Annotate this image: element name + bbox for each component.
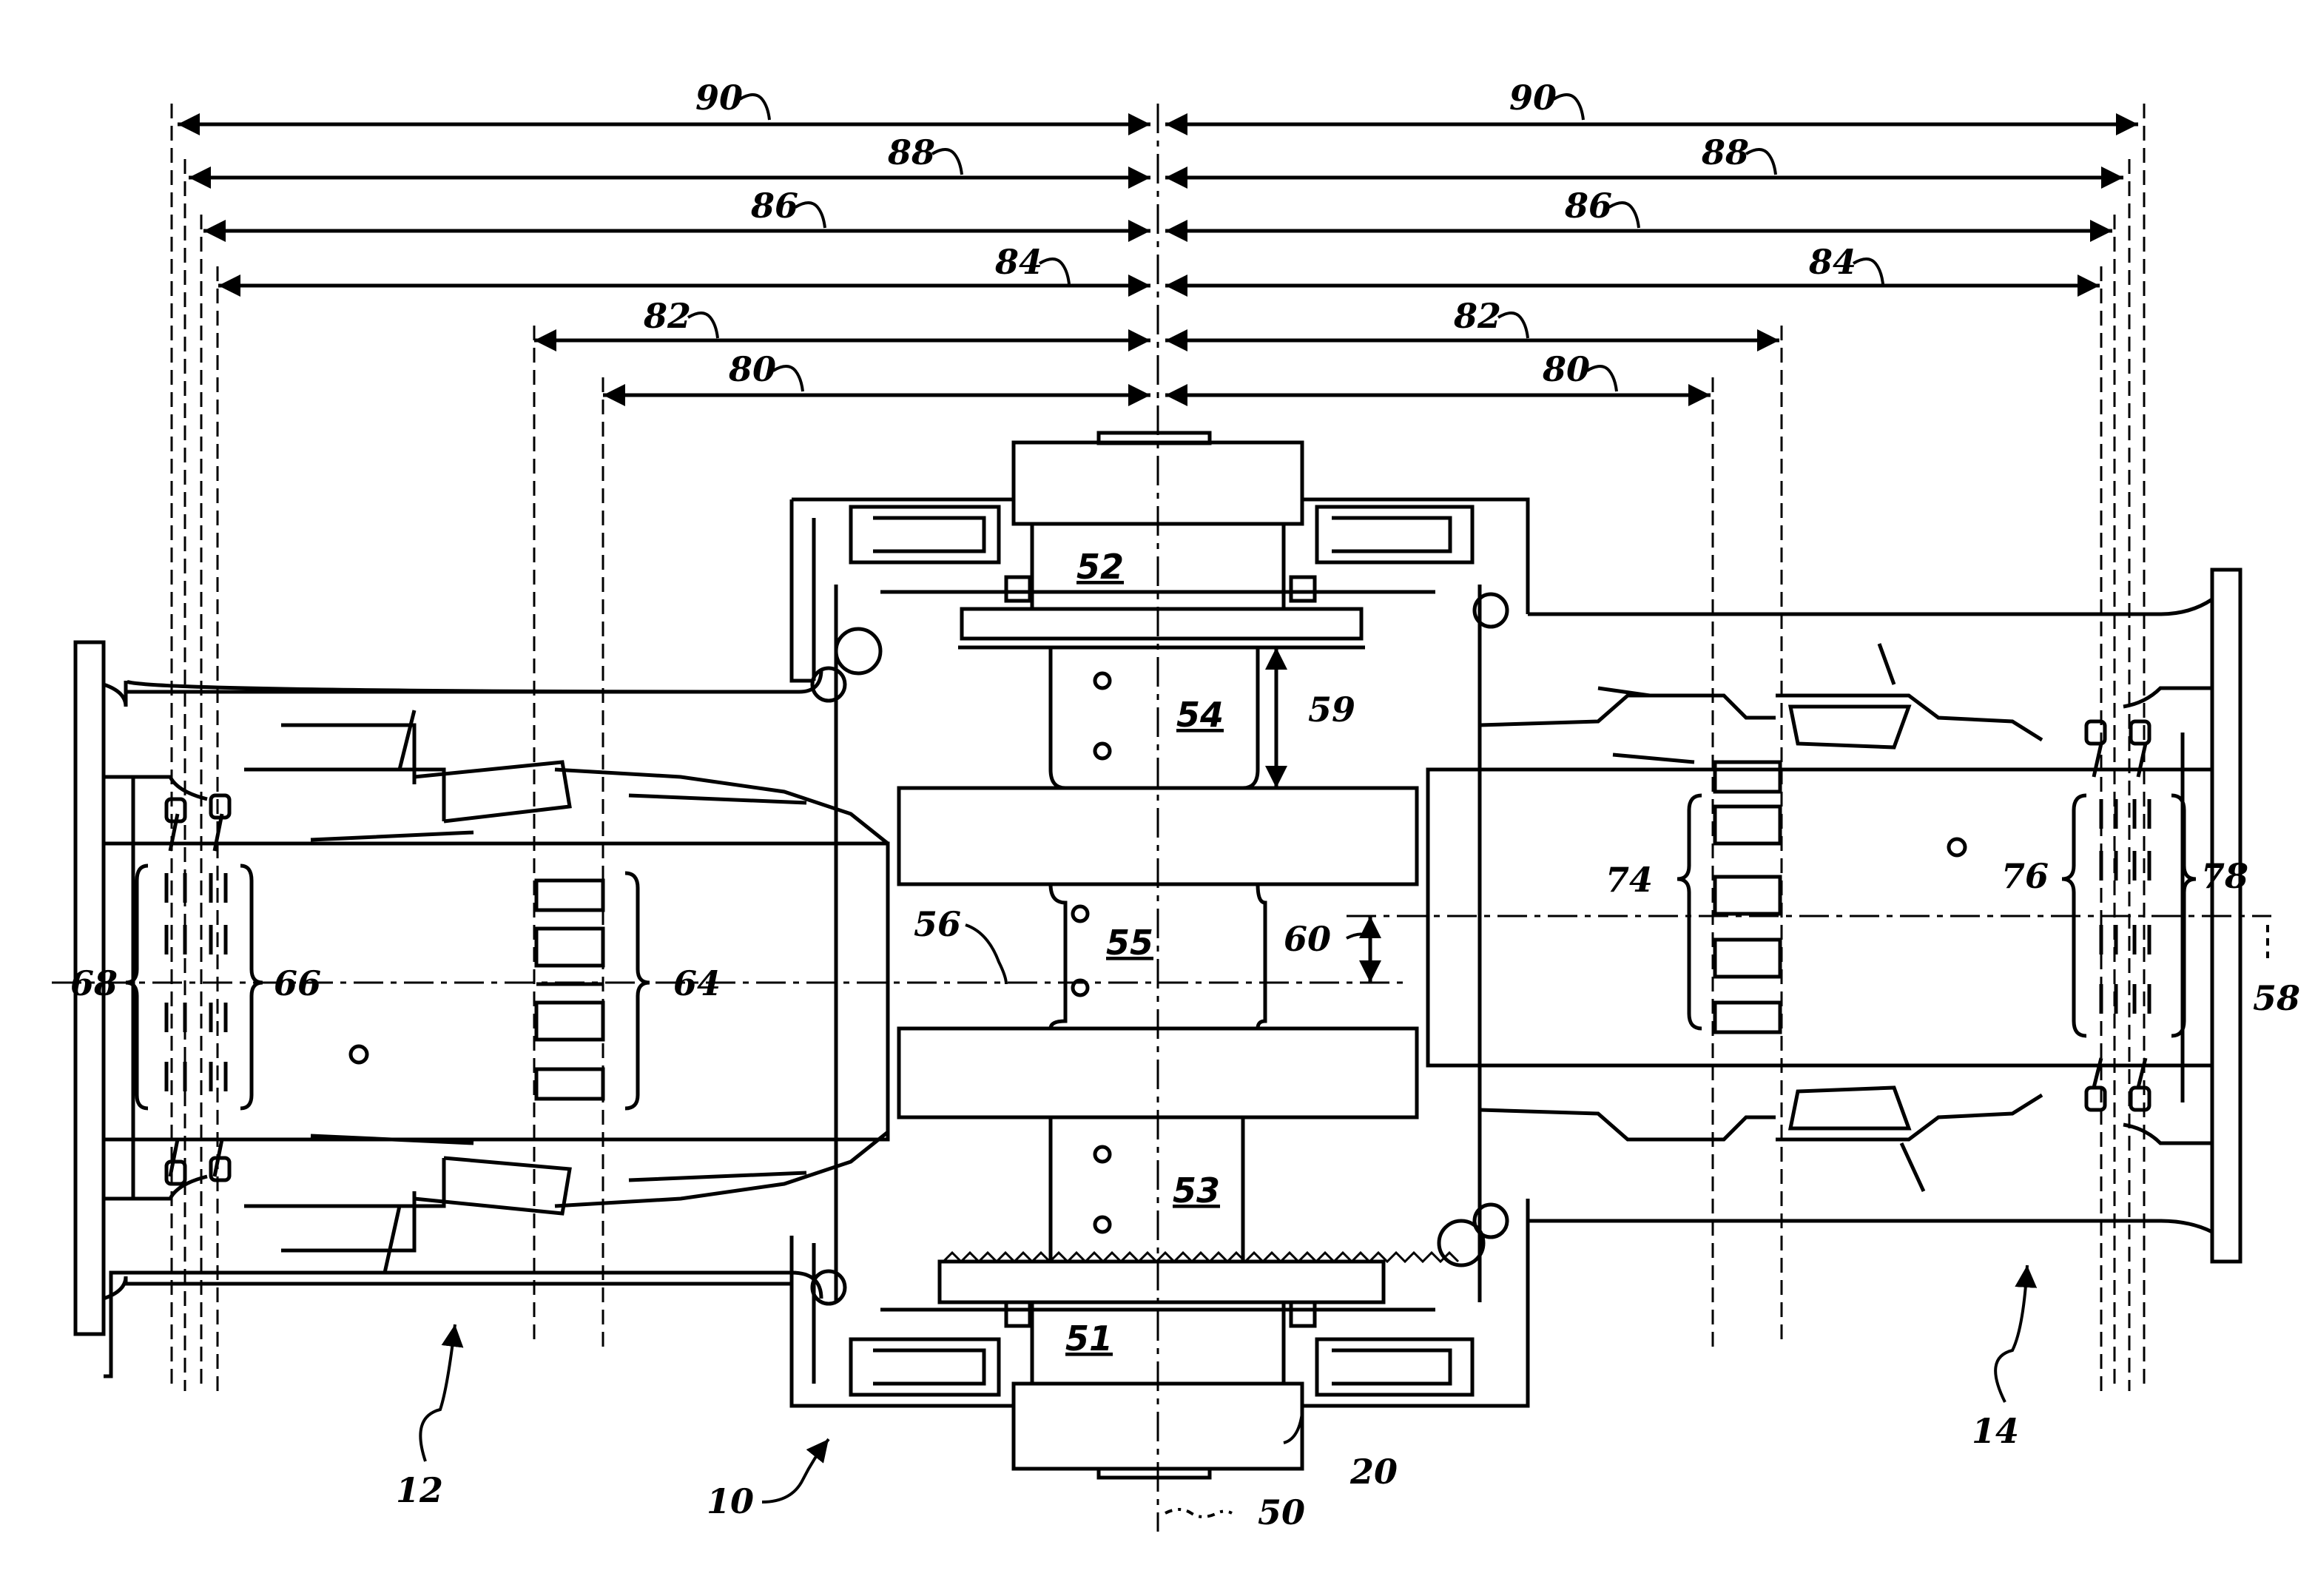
label-78: 78 [2201,856,2248,896]
brace-74 [1677,795,1702,1028]
reference-numerals: 59 56 60 58 74 76 78 68 66 64 12 10 20 5… [70,690,2300,1532]
gearbox-housing [792,433,1528,1478]
label-74: 74 [1605,860,1653,900]
brace-68 [126,866,148,1108]
label-86-right: 86 [1564,186,1612,226]
shaft-54 [1051,647,1258,788]
left-assembly [75,642,888,1376]
label-86-left: 86 [750,186,798,226]
label-68: 68 [70,963,118,1003]
label-76: 76 [2001,856,2049,896]
left-main-shaft [104,844,888,1139]
label-88-right: 88 [1701,132,1749,172]
label-14: 14 [1972,1411,2019,1451]
label-90-left: 90 [695,78,743,118]
label-66: 66 [274,963,321,1003]
label-53: 53 [1173,1171,1220,1211]
label-80-right: 80 [1542,349,1590,389]
label-50: 50 [1258,1492,1305,1532]
brace-66 [240,866,263,1108]
brace-64 [625,873,650,1108]
label-60: 60 [1284,919,1331,959]
label-56: 56 [914,904,961,944]
label-64: 64 [673,963,721,1003]
label-54: 54 [1176,695,1224,735]
label-82-left: 82 [643,296,691,336]
label-84-left: 84 [994,242,1042,282]
label-51: 51 [1065,1319,1113,1358]
right-main-shaft [1428,770,2212,1065]
label-20: 20 [1349,1452,1398,1492]
label-12: 12 [396,1470,443,1510]
label-59: 59 [1308,690,1355,730]
label-82-right: 82 [1453,296,1501,336]
label-10: 10 [707,1481,754,1521]
label-84-right: 84 [1808,242,1856,282]
label-55: 55 [1106,923,1153,963]
label-80-left: 80 [728,349,776,389]
label-58: 58 [2253,978,2300,1018]
ring-gear [940,1262,1384,1302]
label-90-right: 90 [1509,78,1557,118]
label-52: 52 [1076,547,1124,587]
label-88-left: 88 [887,132,935,172]
part-numbers: 52 54 55 53 51 [1065,547,1224,1358]
